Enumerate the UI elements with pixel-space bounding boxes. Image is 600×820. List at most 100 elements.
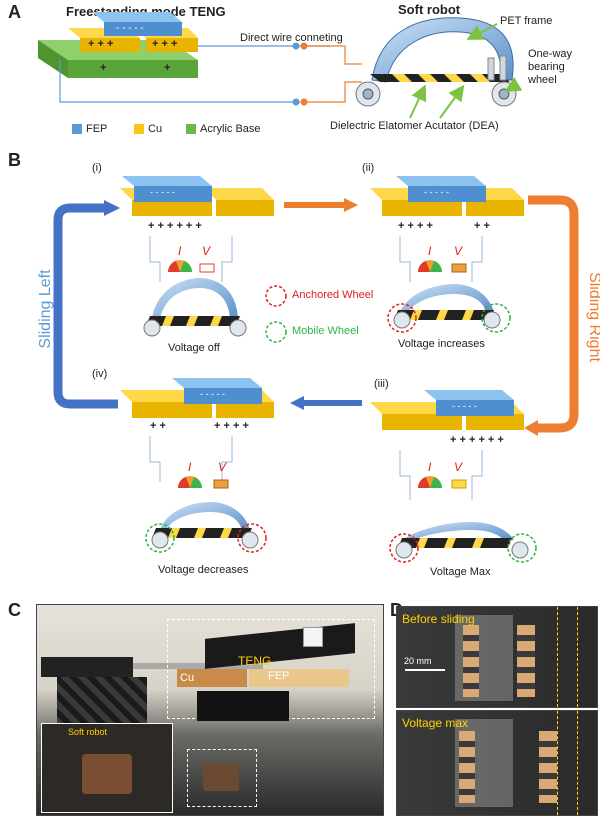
soft-robot-illustration-a bbox=[355, 17, 517, 107]
stage-i-charges: + + + + + + bbox=[148, 220, 202, 232]
robot-wheels-left bbox=[463, 625, 479, 697]
base-plus-right: + bbox=[164, 62, 171, 74]
current-symbol: I bbox=[428, 460, 432, 474]
dea-label: Dielectric Elatomer Acutator (DEA) bbox=[330, 120, 499, 132]
stage-ii-charges-left: + + + + bbox=[398, 220, 433, 232]
teng-photo-label: TENG bbox=[238, 654, 272, 668]
battery-icon bbox=[213, 479, 229, 489]
stage-iv-robot bbox=[151, 502, 259, 549]
fep-swatch bbox=[72, 124, 82, 134]
fep-charges: - - - - - bbox=[116, 23, 144, 34]
wall-outlet bbox=[303, 627, 323, 647]
stage-i-caption: Voltage off bbox=[168, 342, 220, 354]
anchored-wheel-legend: Anchored Wheel bbox=[292, 289, 374, 301]
stage-wires bbox=[149, 236, 483, 500]
battery-icon bbox=[199, 263, 215, 273]
stage-i-fep-charges: - - - - - bbox=[150, 187, 175, 197]
terminal-icon bbox=[292, 98, 300, 106]
stage-i-teng bbox=[120, 176, 274, 216]
stage-ii-label: (ii) bbox=[362, 162, 375, 174]
stage-iii-caption: Voltage Max bbox=[430, 566, 491, 578]
pet-frame-label: PET frame bbox=[500, 15, 553, 27]
voltage-symbol: V bbox=[218, 460, 227, 474]
stage-iv-label: (iv) bbox=[92, 368, 108, 380]
cu-charges-left: + + + bbox=[88, 38, 114, 50]
before-sliding-label: Before sliding bbox=[402, 612, 475, 626]
stage-iv-fep-charges: - - - - - bbox=[200, 389, 225, 399]
sliding-left-label: Sliding Left bbox=[37, 269, 54, 349]
current-symbol: I bbox=[428, 244, 432, 258]
stage-i-robot bbox=[143, 278, 247, 337]
reference-line bbox=[577, 607, 578, 707]
terminal-icon bbox=[300, 42, 308, 50]
current-symbol: I bbox=[178, 244, 182, 258]
linear-stage bbox=[41, 657, 133, 677]
fep-photo-label: FEP bbox=[268, 670, 290, 682]
stage-iii-label: (iii) bbox=[374, 378, 389, 390]
scale-bar bbox=[405, 669, 445, 671]
stage-iv-charges-left: + + bbox=[150, 420, 166, 432]
terminal-icon bbox=[292, 42, 300, 50]
robot-wheels-left bbox=[459, 731, 475, 803]
stage-ii-robot bbox=[393, 284, 501, 329]
robot-highlight-box bbox=[187, 749, 257, 807]
stage-i-label: (i) bbox=[92, 162, 102, 174]
stage-iii-robot bbox=[395, 522, 529, 559]
sliding-left-arrow bbox=[53, 203, 118, 409]
current-gauge-icon bbox=[178, 476, 202, 488]
anchored-legend-icon bbox=[265, 285, 287, 307]
stage-ii-teng bbox=[370, 176, 524, 216]
mobile-wheel-marker bbox=[507, 533, 537, 563]
fep-film bbox=[249, 669, 349, 687]
anchored-wheel-marker bbox=[237, 523, 267, 553]
cu-swatch bbox=[134, 124, 144, 134]
cu-electrode bbox=[177, 669, 247, 687]
anchored-wheel-marker bbox=[389, 533, 419, 563]
lift-platform bbox=[197, 691, 289, 721]
current-gauge-icon bbox=[418, 476, 442, 488]
reference-line bbox=[557, 607, 558, 707]
legend-acrylic: Acrylic Base bbox=[200, 123, 261, 135]
stage-iii-fep-charges: - - - - - bbox=[452, 401, 477, 411]
panel-label-a: A bbox=[8, 2, 21, 22]
anchored-wheel-marker bbox=[387, 303, 417, 333]
soft-robot-inset-label: Soft robot bbox=[68, 727, 108, 737]
scale-label: 20 mm bbox=[404, 656, 432, 666]
panel-d-photo-after bbox=[396, 710, 598, 816]
robot-wheels-right bbox=[539, 731, 557, 803]
legend-fep: FEP bbox=[86, 123, 108, 135]
bearing-wheel-label: One-way bearing wheel bbox=[528, 48, 573, 86]
legend-cu: Cu bbox=[148, 123, 163, 135]
mobile-wheel-marker bbox=[145, 523, 175, 553]
sliding-right-label: Sliding Right bbox=[586, 272, 600, 362]
current-gauge-icon bbox=[418, 260, 442, 272]
terminal-icon bbox=[300, 98, 308, 106]
cu-charges-right: + + + bbox=[152, 38, 178, 50]
battery-icon bbox=[451, 263, 467, 273]
battery-icon bbox=[451, 479, 467, 489]
soft-robot-title: Soft robot bbox=[398, 2, 461, 17]
current-symbol: I bbox=[188, 460, 192, 474]
voltage-symbol: V bbox=[202, 244, 211, 258]
robot-inset-body bbox=[82, 754, 132, 794]
current-gauge-icon bbox=[168, 260, 192, 272]
voltage-symbol: V bbox=[454, 460, 463, 474]
cu-photo-label: Cu bbox=[180, 672, 195, 684]
sliding-right-arrow bbox=[528, 195, 579, 433]
panel-d-photo-before bbox=[396, 606, 598, 708]
stage-ii-charges-right: + + bbox=[474, 220, 490, 232]
reference-line bbox=[557, 711, 558, 815]
panel-c-photo bbox=[36, 604, 384, 816]
base-plus-left: + bbox=[100, 62, 107, 74]
wires-a bbox=[59, 45, 362, 103]
voltage-symbol: V bbox=[454, 244, 463, 258]
robot-small bbox=[203, 763, 239, 791]
wire-label: Direct wire conneting bbox=[240, 32, 343, 44]
stage-iv-teng bbox=[120, 378, 274, 418]
slider-rod bbox=[133, 663, 263, 669]
mobile-wheel-legend: Mobile Wheel bbox=[292, 325, 359, 337]
stage-iii-charges: + + + + + + bbox=[450, 434, 504, 446]
mobile-wheel-marker bbox=[481, 303, 511, 333]
reference-line bbox=[577, 711, 578, 815]
